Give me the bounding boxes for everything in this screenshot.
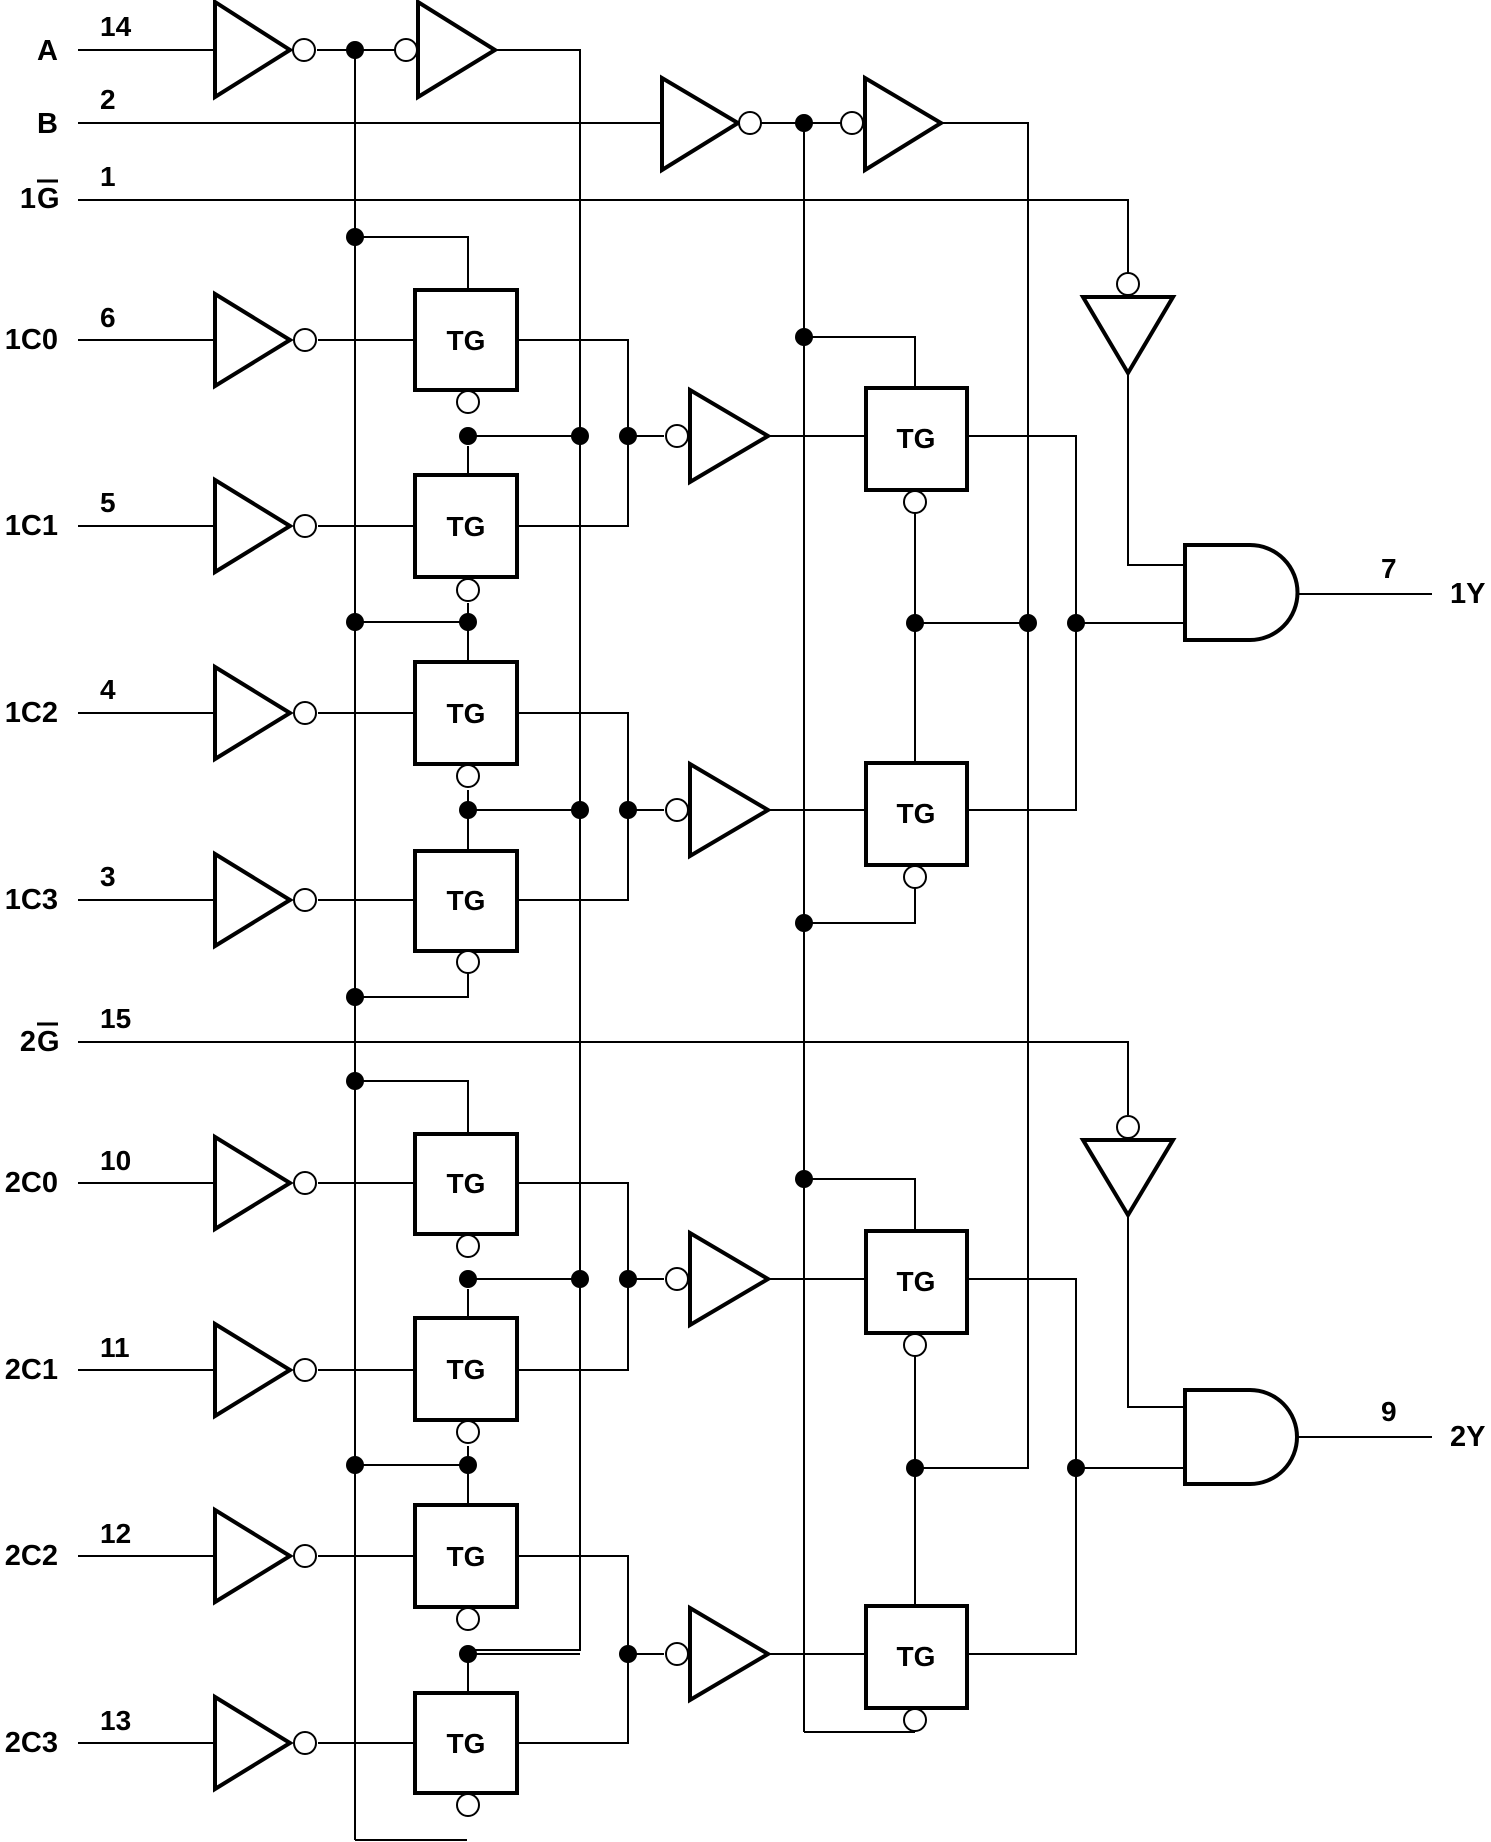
tg-labels: TG TG TG TG TG TG TG TG TG TG TG TG [447, 325, 936, 1759]
and-gate-2 [1183, 1388, 1299, 1486]
tg-label: TG [447, 1728, 486, 1759]
pin-1g: 1 [100, 161, 116, 192]
transmission-gates [413, 288, 969, 1817]
signal-2c2: 2C2 [5, 1540, 58, 1572]
pin-2y: 9 [1381, 1396, 1397, 1427]
junctions [346, 41, 1085, 1663]
signal-2c0: 2C0 [5, 1167, 58, 1199]
and-gates [1183, 543, 1300, 1486]
signal-2g-bar: G [37, 1026, 60, 1058]
pin-1c0: 6 [100, 302, 116, 333]
pin-numbers: 14 2 1 6 5 4 3 15 10 11 12 13 7 9 [100, 11, 1397, 1736]
signal-2y: 2Y [1450, 1421, 1485, 1453]
and-gate-1 [1183, 543, 1300, 642]
inverter-2g [1079, 1138, 1177, 1219]
signal-b: B [37, 108, 58, 140]
pin-1c2: 4 [100, 674, 116, 705]
signal-1c0: 1C0 [5, 324, 58, 356]
tg-label: TG [447, 511, 486, 542]
tg-label: TG [447, 325, 486, 356]
tg-label: TG [447, 1541, 486, 1572]
inverter-a [213, 0, 294, 101]
inverter-1g [1079, 295, 1177, 377]
signal-2c1: 2C1 [5, 1354, 58, 1386]
pin-2g: 15 [100, 1003, 131, 1034]
tg-label: TG [897, 1266, 936, 1297]
signal-labels: A B 1 1C0 1C1 1C2 1C3 2 2C0 2C1 2C2 2C3 [5, 35, 58, 1759]
signal-2c3: 2C3 [5, 1727, 58, 1759]
pin-1y: 7 [1381, 553, 1397, 584]
pin-1c1: 5 [100, 487, 116, 518]
signal-1g-num: 1 [20, 183, 36, 215]
tg-label: TG [897, 798, 936, 829]
signal-1g-bar: G [37, 183, 60, 215]
signal-a: A [37, 35, 58, 67]
signal-1y: 1Y [1450, 578, 1485, 610]
pin-2c1: 11 [100, 1332, 130, 1363]
buffer-a [416, 0, 499, 101]
tg-label: TG [897, 1641, 936, 1672]
inverters [213, 0, 1177, 1793]
tg-label: TG [447, 1168, 486, 1199]
mid-buffers [665, 386, 772, 1704]
pin-a: 14 [100, 11, 132, 42]
signal-1c3: 1C3 [5, 884, 58, 916]
wires [78, 49, 1432, 1841]
tg-label: TG [447, 1354, 486, 1385]
pin-1c3: 3 [100, 861, 116, 892]
tg-label: TG [897, 423, 936, 454]
tg-label: TG [447, 698, 486, 729]
pin-2c3: 13 [100, 1705, 131, 1736]
signal-1c1: 1C1 [5, 510, 58, 542]
pin-2c0: 10 [100, 1145, 131, 1176]
tg-label: TG [447, 885, 486, 916]
input-inverters [213, 290, 317, 1793]
buffer-b [863, 74, 945, 174]
pin-b: 2 [100, 84, 116, 115]
pin-2c2: 12 [100, 1518, 131, 1549]
signal-2g-num: 2 [20, 1026, 36, 1058]
inverter-b [660, 74, 742, 174]
signal-1c2: 1C2 [5, 697, 58, 729]
